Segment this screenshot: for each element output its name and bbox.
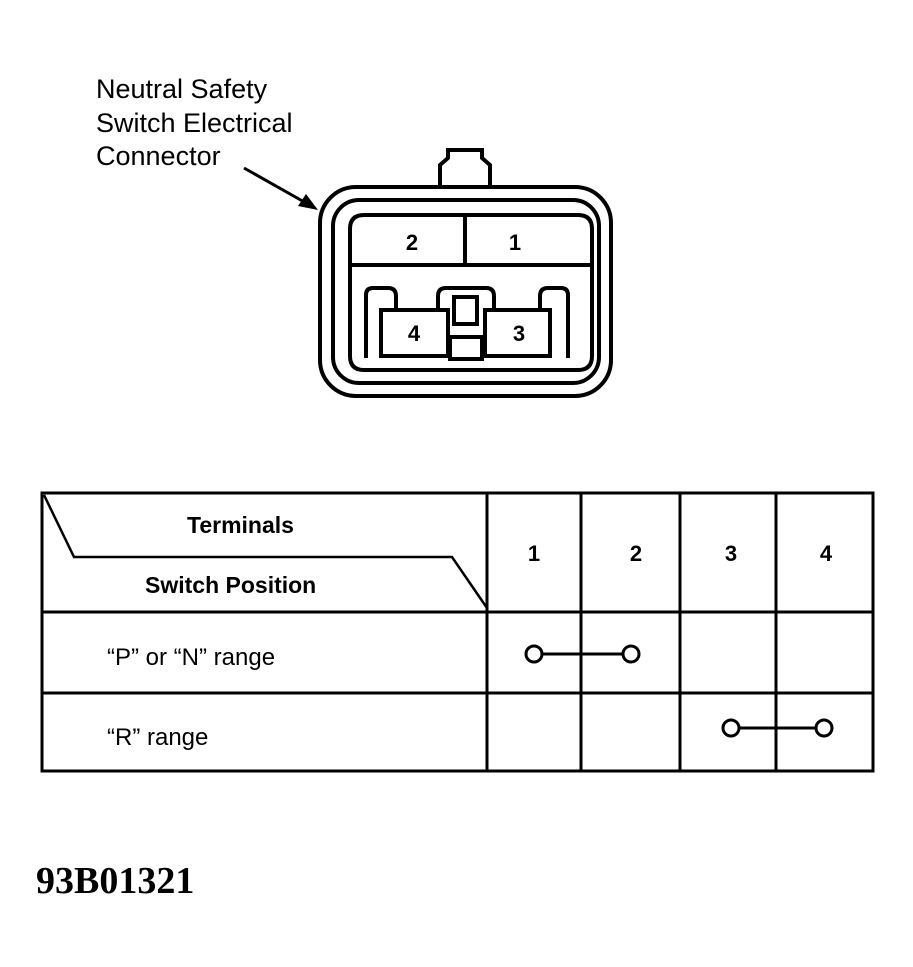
pin-label-1: 1 bbox=[509, 230, 521, 255]
connector-drawing bbox=[318, 148, 613, 398]
figure-id: 93B01321 bbox=[36, 860, 194, 902]
callout-line-3: Connector bbox=[96, 141, 221, 171]
terminal-dot-row-2-t4 bbox=[814, 718, 834, 738]
terminal-dot-row-1-t2 bbox=[621, 644, 641, 664]
terminal-header-1: 1 bbox=[528, 541, 540, 566]
terminal-dot-row-2-t3 bbox=[721, 718, 741, 738]
header-terminals: Terminals bbox=[187, 512, 294, 538]
terminal-header-3: 3 bbox=[725, 541, 737, 566]
pin-label-4: 4 bbox=[408, 321, 421, 346]
pin-label-3: 3 bbox=[513, 321, 525, 346]
row-label-p-or-n: “P” or “N” range bbox=[107, 644, 275, 671]
terminal-header-2: 2 bbox=[630, 541, 642, 566]
pin-label-2: 2 bbox=[406, 230, 418, 255]
row-label-r: “R” range bbox=[107, 724, 208, 751]
terminal-table bbox=[40, 491, 875, 773]
continuity-links bbox=[524, 644, 834, 738]
callout-line-1: Neutral Safety bbox=[96, 74, 268, 104]
terminal-dot-row-1-t1 bbox=[524, 644, 544, 664]
header-switch-position: Switch Position bbox=[145, 572, 316, 598]
callout-line-2: Switch Electrical bbox=[96, 108, 293, 138]
terminal-header-4: 4 bbox=[820, 541, 833, 566]
leader-arrow bbox=[243, 166, 318, 210]
